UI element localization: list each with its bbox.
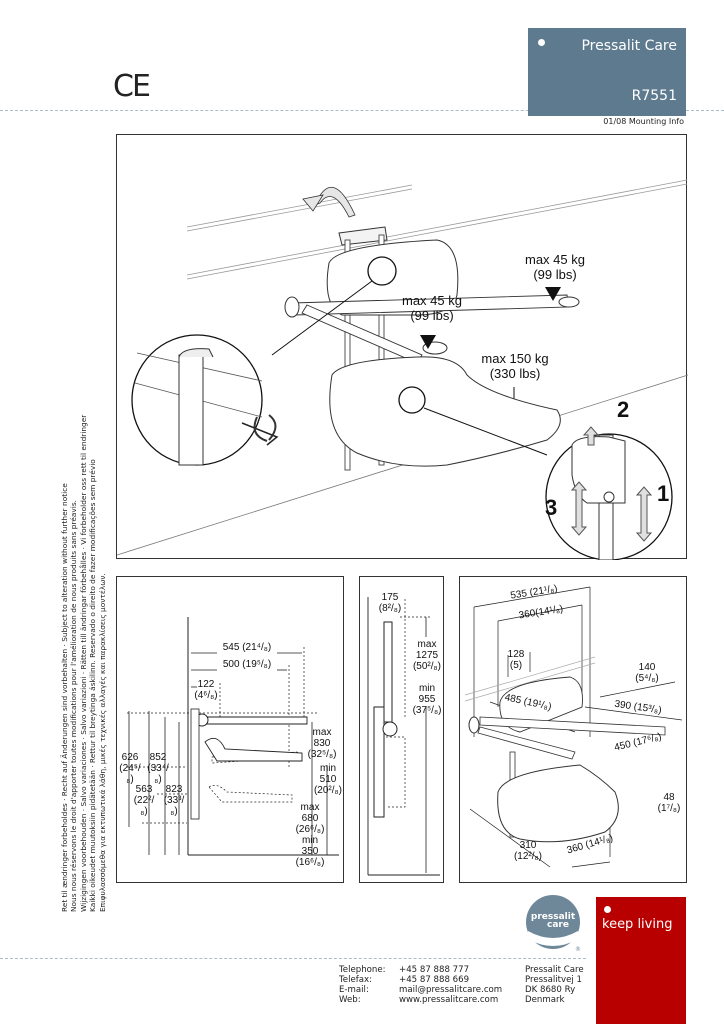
dim-128: 128(5) [507,649,525,671]
product-code: R7551 [631,88,677,104]
up-arrow-icon [582,426,600,446]
dim-626: 626(24⁵/₈) [119,752,141,785]
load-label-seat: max 150 kg (330 lbs) [481,351,549,381]
svg-text:pressalit: pressalit [531,912,576,922]
step-2-label: 2 [617,397,630,422]
disclaimer-line: Επιφυλασσόμεθα για εκτυπωτικά λάθη, μικέ… [97,573,107,912]
load-label-left-armrest: max 45 kg (99 lbs) [402,293,462,323]
side-view-drawing [127,617,339,856]
svg-text:care: care [547,920,569,930]
up-down-arrow-icon [570,481,588,536]
disclaimer-line: Nous nous réservons le droit d'apporter … [69,499,79,912]
dim-823: 823(33³/₈) [163,784,185,817]
svg-text:®: ® [575,946,581,953]
dim-545: 545 (21⁴/₈) [222,642,272,653]
rotate-arrow-icon [253,414,277,442]
brand-header: Pressalit Care R7551 [528,28,686,116]
mounting-illustration [117,179,688,560]
step-1-label: 1 [657,481,670,506]
telefax-value: +45 87 888 669 [399,975,470,985]
main-mounting-figure: max 45 kg (99 lbs) max 45 kg (99 lbs) ma… [116,134,688,560]
up-down-arrow-icon [635,486,653,542]
disclaimer-line: Wijzigingen voorbehouden · Salvo variaci… [78,414,88,912]
contact-values: +45 87 888 777 +45 87 888 669 mail@press… [399,965,502,1005]
tagline-box: keep living [596,897,686,1024]
header-divider [0,110,724,111]
brand-name: Pressalit Care [581,38,677,54]
front-view-drawing [367,597,440,876]
brand-dot-icon [538,39,545,46]
ce-mark: CE [113,69,151,104]
isometric-drawing [464,586,683,868]
tagline-dot-icon [604,906,611,913]
disclaimer-line: Kaikki oikeudet muutoksiin pidätetään · … [88,459,98,912]
disclaimer: Ret til ændringer forbeholdes · Recht au… [60,415,107,912]
dim-310: 310(12²/₈) [513,840,543,862]
email-link[interactable]: mail@pressalitcare.com [399,985,503,995]
company-address: Pressalit Care Pressalitvej 1 DK 8680 Ry… [525,965,584,1005]
dim-563: 563(22²/₈) [133,784,155,817]
load-arrow-icon [420,335,436,349]
dim-500: 500 (19⁵/₈) [222,659,272,670]
isometric-view-dimensions: 535 (21¹/₈) 360(14¹/₈) 128(5) 140(5⁴/₈) … [459,576,687,883]
disclaimer-line: Ret til ændringer forbeholdes · Recht au… [60,483,69,912]
tagline: keep living [602,917,673,932]
web-link[interactable]: www.pressalitcare.com [399,995,499,1005]
dim-48: 48(1⁷/₈) [657,792,681,814]
rotate-arrow-icon [314,186,356,218]
load-label-right-armrest: max 45 kg (99 lbs) [525,252,585,282]
step-3-label: 3 [545,495,558,520]
dim-852: 852(33⁴/₈) [147,752,169,785]
document-subtitle: 01/08 Mounting Info [603,117,684,126]
pressalit-care-logo: pressalit care ® [524,893,582,953]
telephone-value: +45 87 888 777 [399,965,470,975]
dim-140: 140(5⁴/₈) [635,662,659,684]
dim-122: 122(4⁶/₈) [194,679,218,701]
dim-175: 175(8²/₈) [378,592,402,614]
contact-labels: Telephone: Telefax: E-mail: Web: [339,965,386,1005]
side-view-dimensions: 545 (21⁴/₈) 500 (19⁵/₈) 122(4⁶/₈) 626(24… [116,576,344,883]
footer-divider [0,958,586,959]
load-arrow-icon [545,287,561,301]
